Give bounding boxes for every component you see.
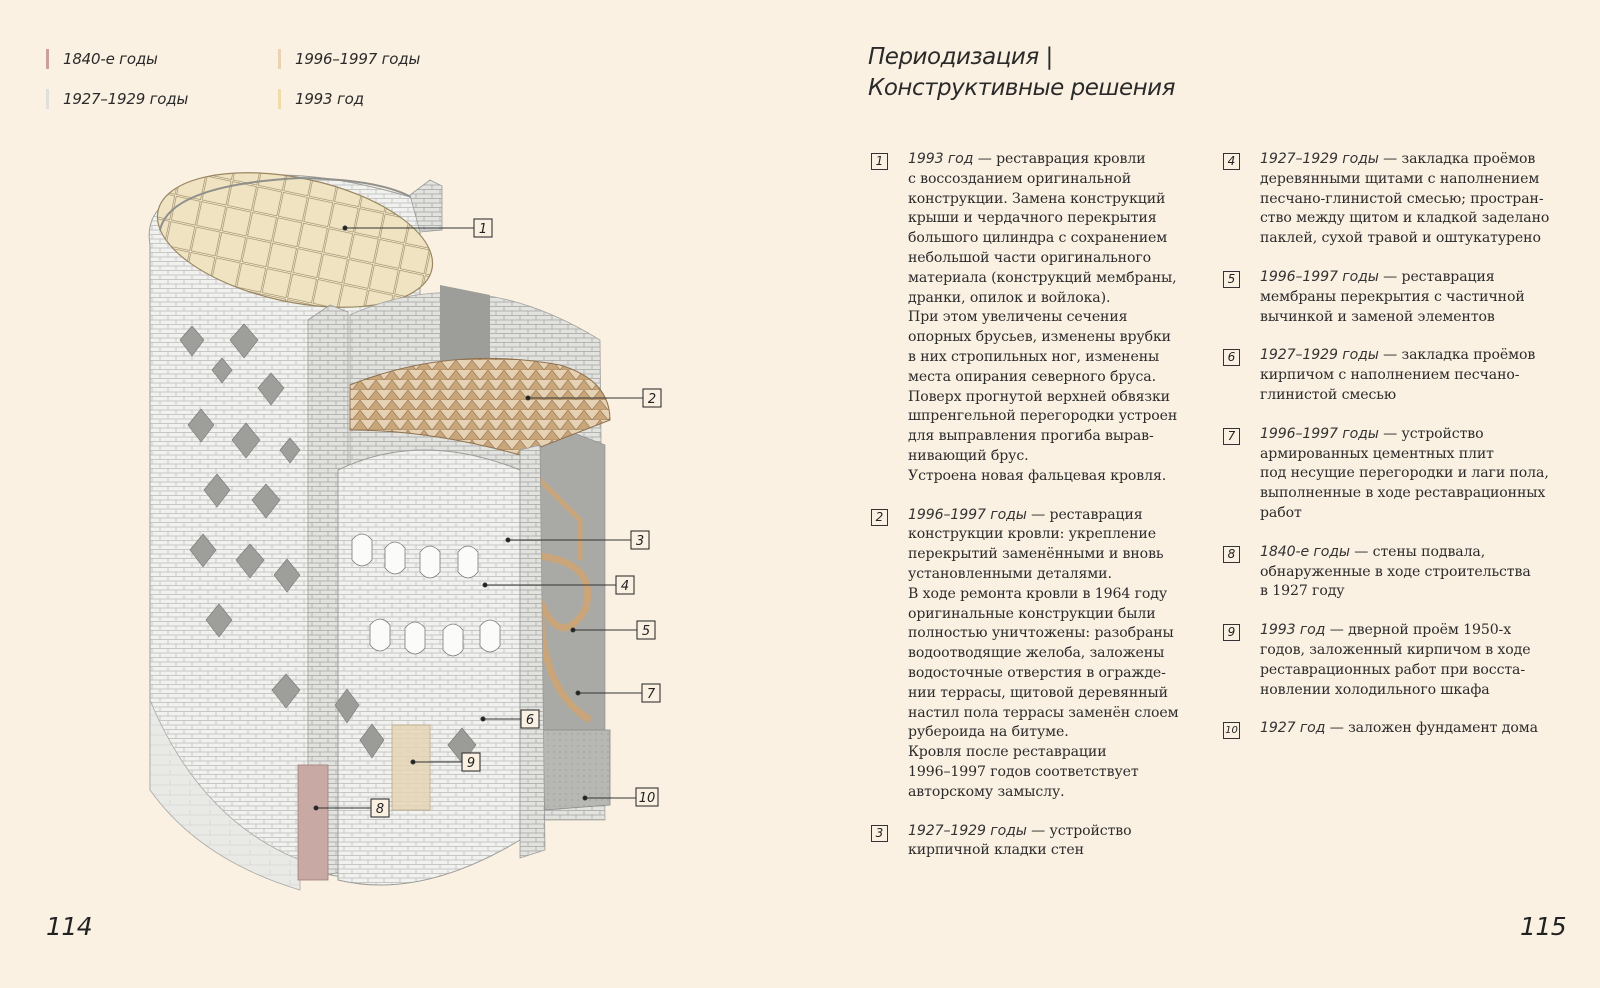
note-number-box: 6 — [1223, 349, 1240, 367]
svg-text:6: 6 — [526, 713, 534, 728]
note-1: 1 1993 год — реставрация кровли с воссоз… — [871, 150, 1201, 487]
note-6: 6 1927–1929 годы — закладка проёмов кирп… — [1223, 346, 1573, 405]
note-date: 1927–1929 годы — [1260, 347, 1379, 364]
legend-label: 1993 год — [295, 90, 364, 108]
note-text: 1993 год — дверной проём 1950-х годов, з… — [1260, 622, 1531, 698]
svg-text:3: 3 — [636, 534, 644, 549]
note-9: 9 1993 год — дверной проём 1950-х годов,… — [1223, 621, 1573, 700]
note-number-box: 5 — [1223, 270, 1240, 288]
svg-text:5: 5 — [642, 624, 650, 639]
legend-label: 1996–1997 годы — [295, 50, 421, 68]
page-title: Периодизация | Конструктивные решения — [868, 42, 1288, 104]
note-date: 1927 год — [1260, 720, 1326, 737]
note-number-box: 2 — [871, 508, 888, 526]
callout-6: 6 — [520, 709, 540, 729]
note-date: 1996–1997 годы — [1260, 268, 1379, 285]
callout-5: 5 — [636, 620, 656, 640]
note-date: 1993 год — [908, 151, 974, 167]
legend-swatch — [46, 49, 49, 69]
legend-item-1993: 1993 год — [278, 88, 364, 110]
svg-text:1: 1 — [479, 222, 487, 237]
legend-label: 1927–1929 годы — [63, 90, 189, 108]
note-number-box: 9 — [1223, 624, 1240, 642]
svg-text:7: 7 — [647, 687, 656, 702]
legend-item-1927-1929: 1927–1929 годы — [46, 88, 188, 110]
note-5: 5 1996–1997 годы — реставрация мембраны … — [1223, 268, 1573, 327]
svg-text:4: 4 — [621, 579, 629, 594]
note-text: 1996–1997 годы — реставрация мембраны пе… — [1260, 268, 1525, 325]
callout-9: 9 — [461, 752, 481, 772]
callout-7: 7 — [641, 683, 661, 703]
note-date: 1927–1929 годы — [1260, 151, 1379, 167]
legend-swatch — [278, 89, 281, 109]
note-date: 1840-е годы — [1260, 543, 1350, 560]
legend-label: 1840-е годы — [63, 50, 158, 68]
note-text: 1927–1929 годы — устройство кирпичной кл… — [908, 822, 1132, 859]
callout-8: 8 — [370, 798, 390, 818]
note-number-box: 3 — [871, 824, 888, 842]
notes-column-left: 1 1993 год — реставрация кровли с воссоз… — [871, 150, 1201, 861]
legend-item-1840s: 1840-е годы — [46, 48, 158, 70]
note-text: 1996–1997 годы — реставрация конструкции… — [908, 506, 1179, 800]
period-legend: 1840-е годы 1927–1929 годы 1996–1997 год… — [46, 48, 486, 118]
page-number-left: 114 — [46, 912, 93, 941]
note-text: 1927 год — заложен фундамент дома — [1260, 720, 1538, 737]
note-text: 1927–1929 годы — закладка проёмов кирпич… — [1260, 347, 1536, 403]
note-date: 1993 год — [1260, 622, 1326, 639]
svg-text:10: 10 — [639, 791, 656, 806]
svg-text:8: 8 — [376, 802, 384, 817]
note-7: 7 1996–1997 годы — устройство армированн… — [1223, 425, 1573, 524]
legend-swatch — [278, 49, 281, 69]
note-number-box: 10 — [1223, 722, 1240, 740]
callout-1: 1 — [473, 218, 493, 238]
svg-text:2: 2 — [648, 392, 656, 407]
note-number-box: 4 — [1223, 153, 1240, 170]
note-date: 1996–1997 годы — [1260, 425, 1379, 442]
legend-swatch — [46, 89, 49, 109]
notes-column-right: 4 1927–1929 годы — закладка проёмов дере… — [1223, 150, 1573, 740]
note-2: 2 1996–1997 годы — реставрация конструкц… — [871, 506, 1201, 803]
callout-4: 4 — [615, 575, 635, 595]
note-text: 1993 год — реставрация кровли с воссозда… — [908, 151, 1178, 484]
page-title-line-1: Периодизация | — [868, 44, 1053, 70]
note-number-box: 1 — [871, 153, 888, 170]
note-number-box: 8 — [1223, 545, 1240, 563]
note-text: 1927–1929 годы — закладка проёмов деревя… — [1260, 151, 1550, 247]
callout-3: 3 — [630, 530, 650, 550]
note-3: 3 1927–1929 годы — устройство кирпичной … — [871, 822, 1201, 862]
note-10: 10 1927 год — заложен фундамент дома — [1223, 719, 1573, 740]
note-4: 4 1927–1929 годы — закладка проёмов дере… — [1223, 150, 1573, 249]
svg-text:9: 9 — [467, 756, 475, 771]
note-date: 1927–1929 годы — [908, 822, 1027, 839]
note-text: 1840-е годы — стены подвала, обнаруженны… — [1260, 543, 1531, 600]
page-title-line-2: Конструктивные решения — [868, 75, 1175, 101]
callout-2: 2 — [642, 388, 662, 408]
legend-item-1996-1997: 1996–1997 годы — [278, 48, 420, 70]
note-number-box: 7 — [1223, 427, 1240, 445]
callout-10: 10 — [635, 787, 659, 807]
note-date: 1996–1997 годы — [908, 506, 1027, 523]
note-8: 8 1840-е годы — стены подвала, обнаружен… — [1223, 543, 1573, 602]
page-number-right: 115 — [1520, 912, 1567, 941]
note-text: 1996–1997 годы — устройство армированных… — [1260, 425, 1549, 521]
